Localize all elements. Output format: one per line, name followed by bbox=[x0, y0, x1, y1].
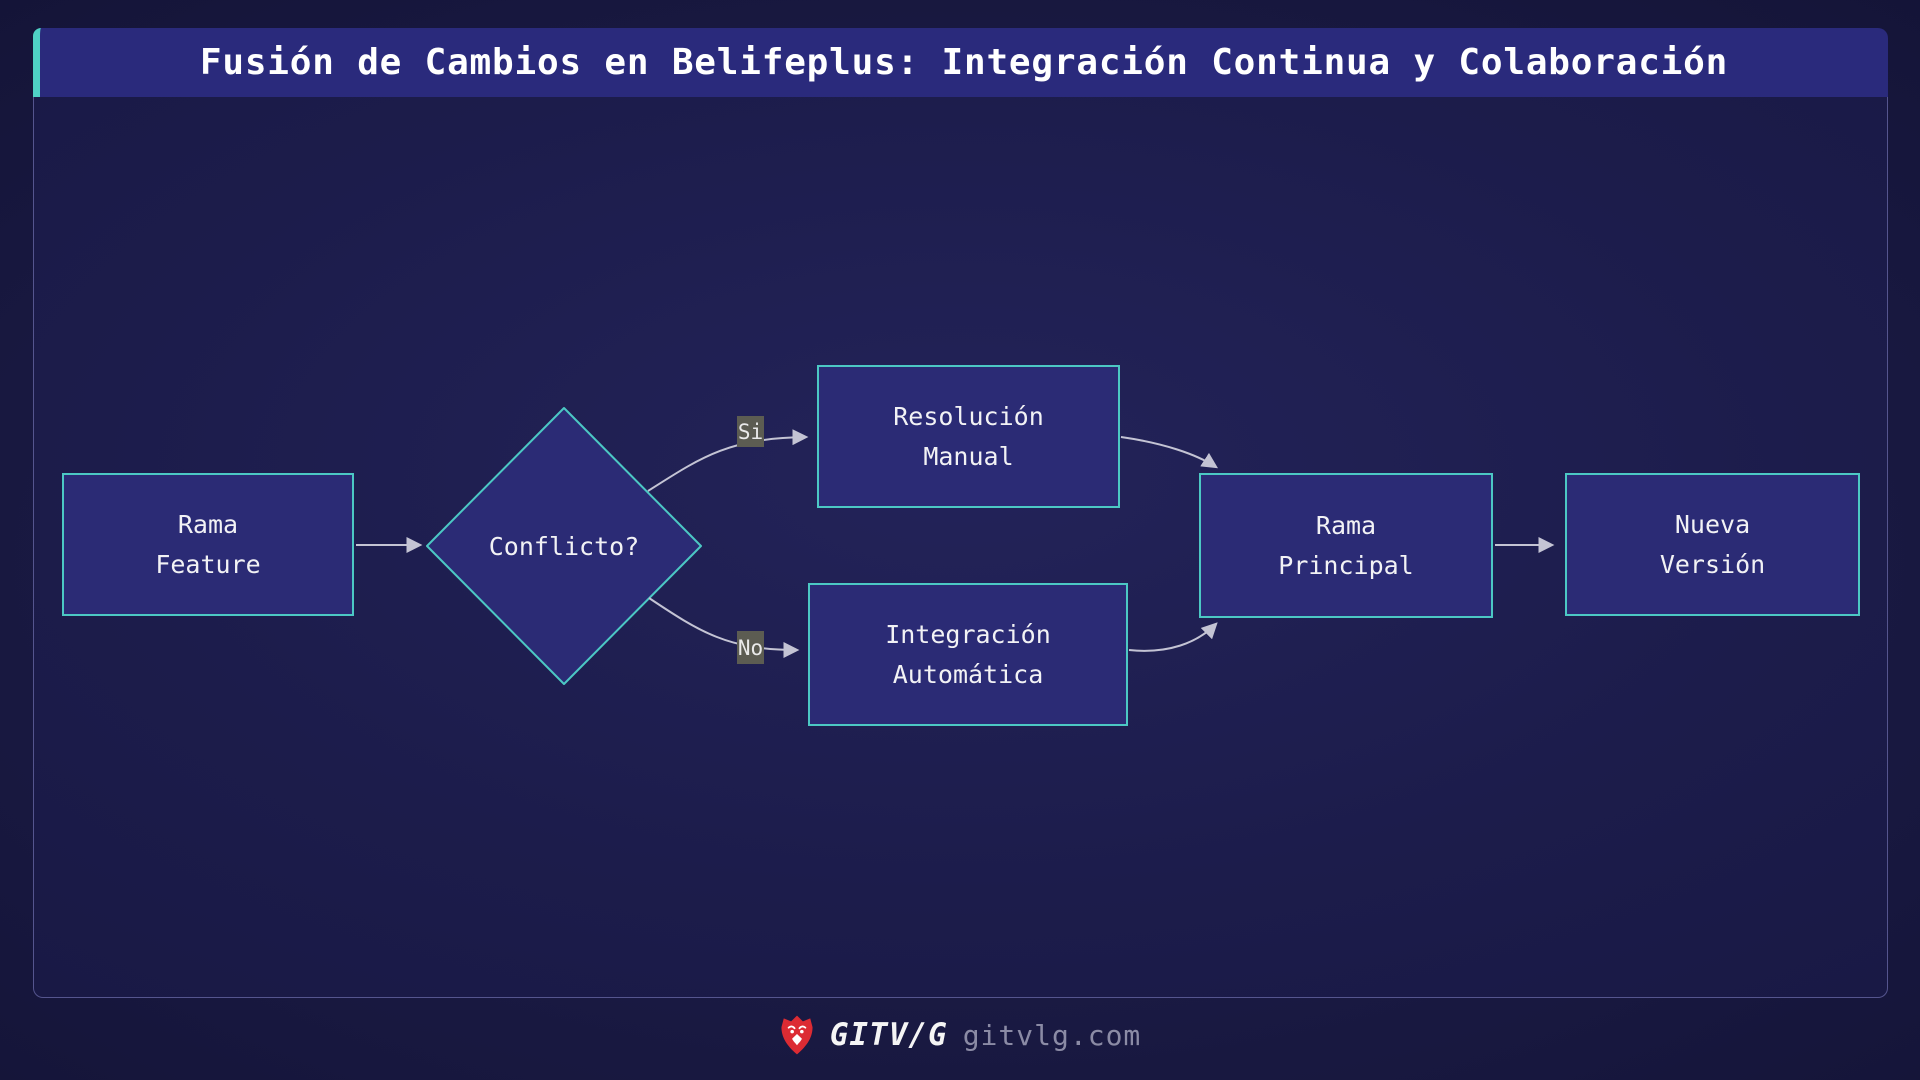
page-title: Fusión de Cambios en Belifeplus: Integra… bbox=[199, 42, 1729, 83]
decision-label: Conflicto? bbox=[427, 408, 701, 684]
site-url: gitvlg.com bbox=[962, 1018, 1142, 1052]
node-integracion-automatica-label: Integración Automática bbox=[885, 619, 1051, 689]
node-nueva-version: Nueva Versión bbox=[1565, 473, 1860, 616]
edge-label-no: No bbox=[737, 631, 764, 664]
node-resolucion-manual: Resolución Manual bbox=[817, 365, 1120, 508]
footer: GITV/G gitvlg.com bbox=[0, 1008, 1920, 1062]
title-bar: Fusión de Cambios en Belifeplus: Integra… bbox=[33, 28, 1888, 97]
brand-name: GITV/G bbox=[829, 1017, 948, 1053]
node-nueva-version-label: Nueva Versión bbox=[1659, 509, 1766, 579]
edge-label-si: Si bbox=[737, 416, 764, 447]
decision-label-text: Conflicto? bbox=[488, 531, 640, 561]
node-rama-feature: Rama Feature bbox=[62, 473, 354, 616]
node-rama-principal-label: Rama Principal bbox=[1278, 510, 1414, 580]
node-rama-principal: Rama Principal bbox=[1199, 473, 1493, 618]
node-rama-feature-label: Rama Feature bbox=[155, 509, 261, 579]
lion-logo-icon bbox=[781, 1015, 813, 1055]
node-integracion-automatica: Integración Automática bbox=[808, 583, 1128, 726]
node-resolucion-manual-label: Resolución Manual bbox=[893, 401, 1044, 471]
